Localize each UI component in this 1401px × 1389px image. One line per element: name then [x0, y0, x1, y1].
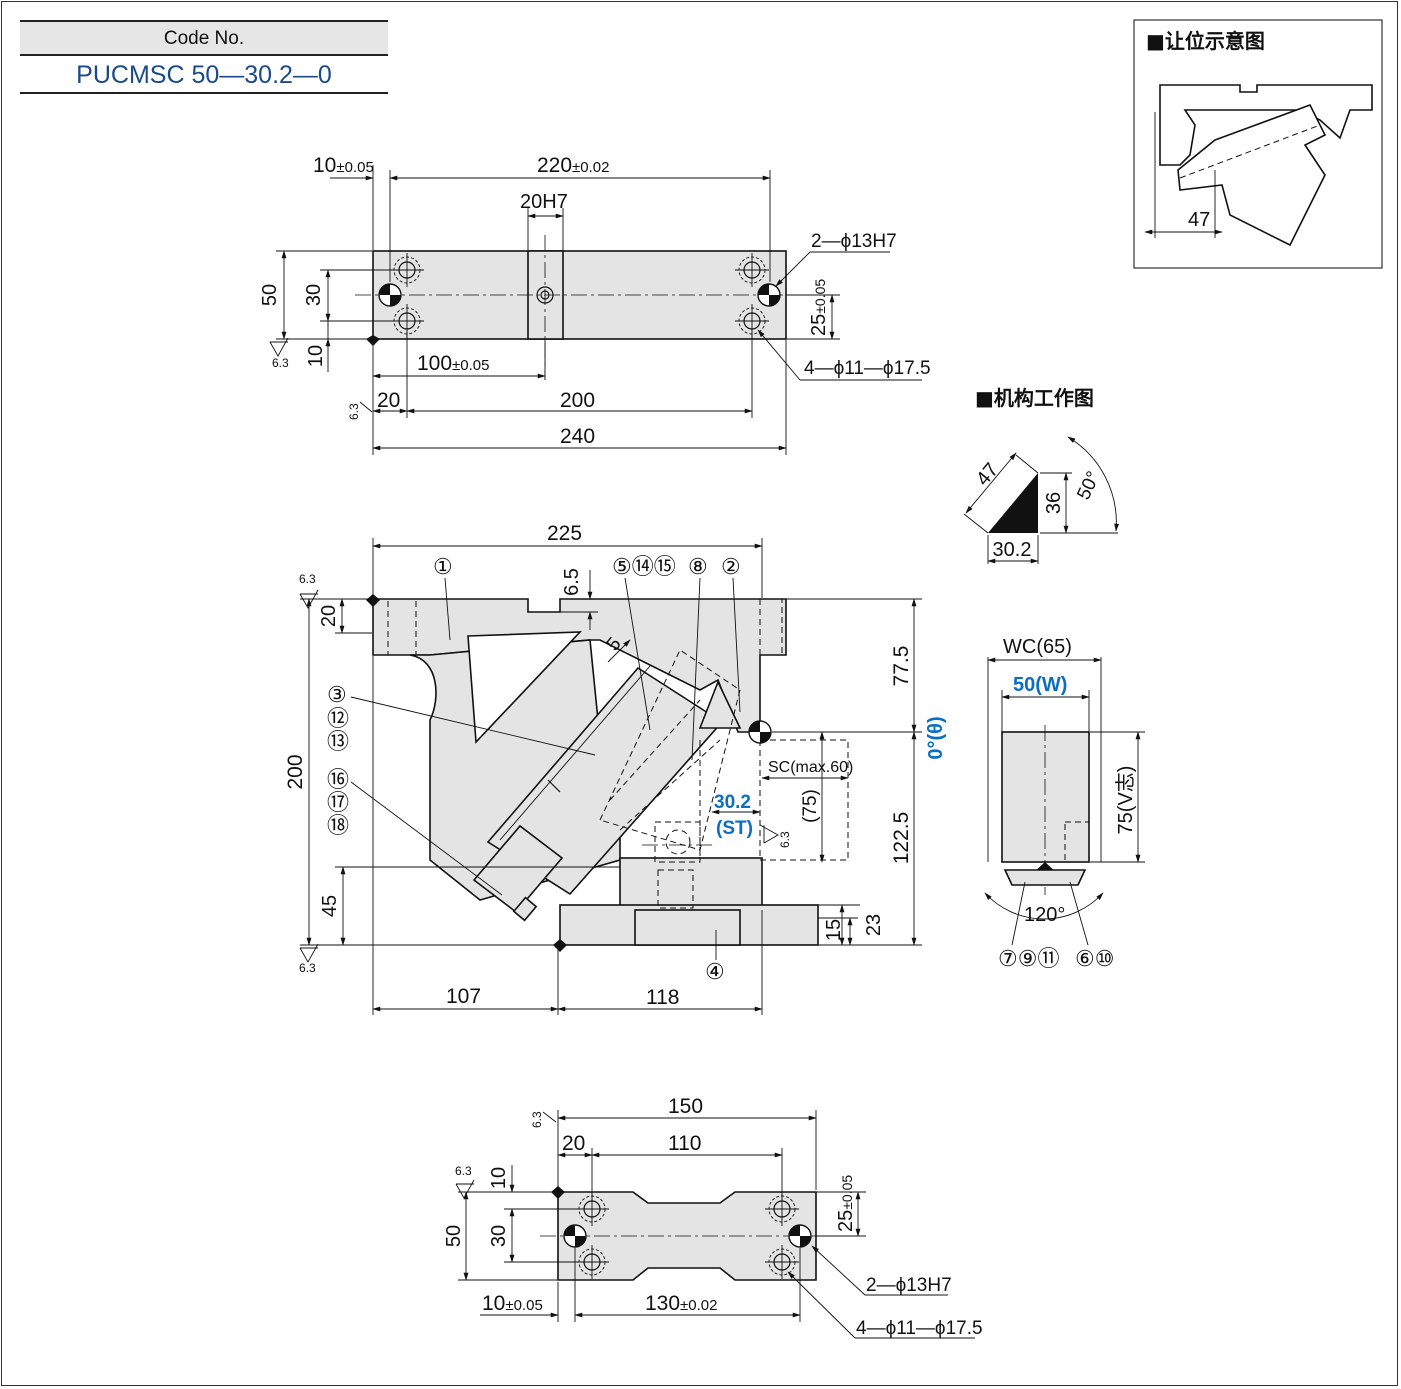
side-view: WC(65) 50(W) 75(V志) 120° ⑦⑨⑪ ⑥⑩	[984, 636, 1145, 971]
side-body	[1001, 731, 1090, 863]
side-width-w: 50(W)	[1013, 674, 1067, 696]
top-dim-30: 30	[303, 284, 325, 306]
top-dim-50: 50	[259, 284, 281, 306]
front-dim-77-5: 77.5	[890, 646, 913, 687]
top-roughness-b: 6.3	[347, 403, 361, 420]
balloon-part-1: ①	[433, 554, 453, 579]
dowel-hole-mark	[378, 283, 402, 307]
theta-zero-mark	[748, 720, 772, 744]
front-dim-200: 200	[284, 754, 307, 789]
top-dim-10-vertical: 10	[305, 345, 327, 367]
front-roughness-b: 6.3	[299, 961, 316, 975]
front-dim-15: 15	[823, 919, 845, 941]
top-dim-240: 240	[560, 425, 595, 448]
front-cam-tip	[698, 679, 742, 729]
bottom-dim-110: 110	[668, 1132, 701, 1155]
top-dim-200: 200	[560, 389, 595, 412]
front-lightening-window	[467, 631, 582, 744]
dowel-hole-mark	[757, 283, 781, 307]
roughness-symbol	[455, 1179, 475, 1199]
bottom-dim-150: 150	[668, 1095, 703, 1118]
balloon-part-2: ②	[721, 554, 741, 579]
roughness-symbol	[299, 943, 319, 963]
mechanism-title: ■机构工作图	[975, 386, 1094, 410]
clearance-slide-shape	[1177, 104, 1327, 247]
bottom-hole-callout-13h7: 2—ϕ13H7	[866, 1275, 952, 1296]
balloon-part-13: ⑬	[327, 729, 349, 754]
balloon-part-12: ⑫	[327, 706, 349, 731]
front-stroke-value: 30.2	[714, 792, 751, 813]
mechanism-angle-50: 50°	[1073, 468, 1104, 503]
bottom-dim-30: 30	[488, 1225, 510, 1247]
clearance-dim-47: 47	[1188, 209, 1210, 231]
balloon-part-17: ⑰	[327, 790, 349, 815]
front-sc-label: SC(max.60)	[768, 759, 853, 776]
bottom-roughness-b: 6.3	[530, 1111, 544, 1128]
front-dim-6-5: 6.5	[561, 568, 583, 596]
top-dim-20h7: 20H7	[520, 191, 568, 213]
bottom-hole-callout-11-17-5: 4—ϕ11—ϕ17.5	[856, 1318, 983, 1339]
bottom-dim-10: 10	[488, 1167, 510, 1189]
front-view: 225 6.5 20 5 77.5 122.5 0°(θ) (75) SC(ma…	[284, 522, 947, 1015]
bottom-dim-130: 130±0.02	[645, 1292, 717, 1315]
front-roughness-a: 6.3	[299, 572, 316, 586]
front-dim-118: 118	[646, 986, 679, 1009]
code-number-value: PUCMSC 50—30.2—0	[20, 56, 388, 94]
code-number-box: Code No. PUCMSC 50—30.2—0	[20, 20, 388, 94]
mechanism-dim-36: 36	[1043, 492, 1065, 514]
dowel-hole-mark	[563, 1224, 587, 1248]
balloon-part-4: ④	[705, 959, 725, 984]
balloon-part-16: ⑯	[327, 767, 349, 792]
roughness-symbol	[269, 337, 289, 357]
top-dim-100: 100±0.05	[417, 352, 489, 375]
mechanism-dim-30-2: 30.2	[993, 539, 1032, 561]
balloon-part-18: ⑱	[327, 813, 349, 838]
roughness-symbol	[759, 824, 779, 844]
balloon-parts-5-14-15: ⑤⑭⑮	[612, 554, 676, 579]
balloon-parts-7-9-11: ⑦⑨⑪	[998, 946, 1059, 971]
front-theta-label: 0°(θ)	[925, 716, 947, 759]
bottom-view: 150 20 110 50 30 10 25±0.05 2—ϕ13H7 4—ϕ1…	[443, 1095, 983, 1339]
bottom-dim-50: 50	[443, 1225, 465, 1247]
bottom-dim-25: 25±0.05	[835, 1175, 857, 1232]
side-angle-120: 120°	[1024, 904, 1065, 926]
top-dim-25: 25±0.05	[808, 279, 830, 336]
front-dim-122-5: 122.5	[890, 812, 913, 865]
dowel-hole-mark	[788, 1224, 812, 1248]
mechanism-dim-47: 47	[972, 459, 1003, 490]
balloon-part-8: ⑧	[688, 554, 708, 579]
front-dim-45: 45	[319, 895, 341, 917]
top-view: 10±0.05 220±0.02 20H7 2—ϕ13H7 4—ϕ11—ϕ17.…	[259, 154, 931, 455]
clearance-body-shape	[1159, 84, 1373, 166]
front-dim-107: 107	[446, 985, 481, 1008]
top-dim-220: 220±0.02	[537, 154, 609, 177]
bottom-dim-10-tol: 10±0.05	[482, 1292, 543, 1315]
clearance-diagram: ■让位示意图 47	[1133, 19, 1383, 269]
top-dim-10: 10±0.05	[313, 154, 374, 177]
top-hole-callout-13h7: 2—ϕ13H7	[811, 231, 897, 252]
clearance-title: ■让位示意图	[1146, 29, 1265, 53]
top-roughness-a: 6.3	[272, 356, 289, 370]
front-dim-23: 23	[863, 914, 885, 936]
top-dim-20: 20	[377, 389, 400, 412]
balloon-part-3: ③	[327, 682, 347, 707]
balloon-parts-6-10: ⑥⑩	[1075, 946, 1114, 971]
front-dim-225: 225	[547, 522, 582, 545]
front-dim-75-ref: (75)	[800, 789, 821, 823]
bottom-dim-20: 20	[562, 1132, 585, 1155]
side-dim-75-v: 75(V志)	[1114, 766, 1137, 835]
front-dim-20: 20	[318, 605, 340, 627]
mechanism-diagram: ■机构工作图 47 36 50° 30.2	[963, 386, 1120, 564]
side-dim-wc: WC(65)	[1003, 636, 1072, 658]
code-number-label: Code No.	[20, 20, 388, 56]
front-driver-block	[619, 857, 763, 911]
front-roughness-c: 6.3	[778, 831, 792, 848]
top-hole-callout-11-17-5: 4—ϕ11—ϕ17.5	[804, 358, 931, 379]
bottom-roughness-a: 6.3	[455, 1164, 472, 1178]
front-stroke-label: (ST)	[716, 818, 753, 839]
